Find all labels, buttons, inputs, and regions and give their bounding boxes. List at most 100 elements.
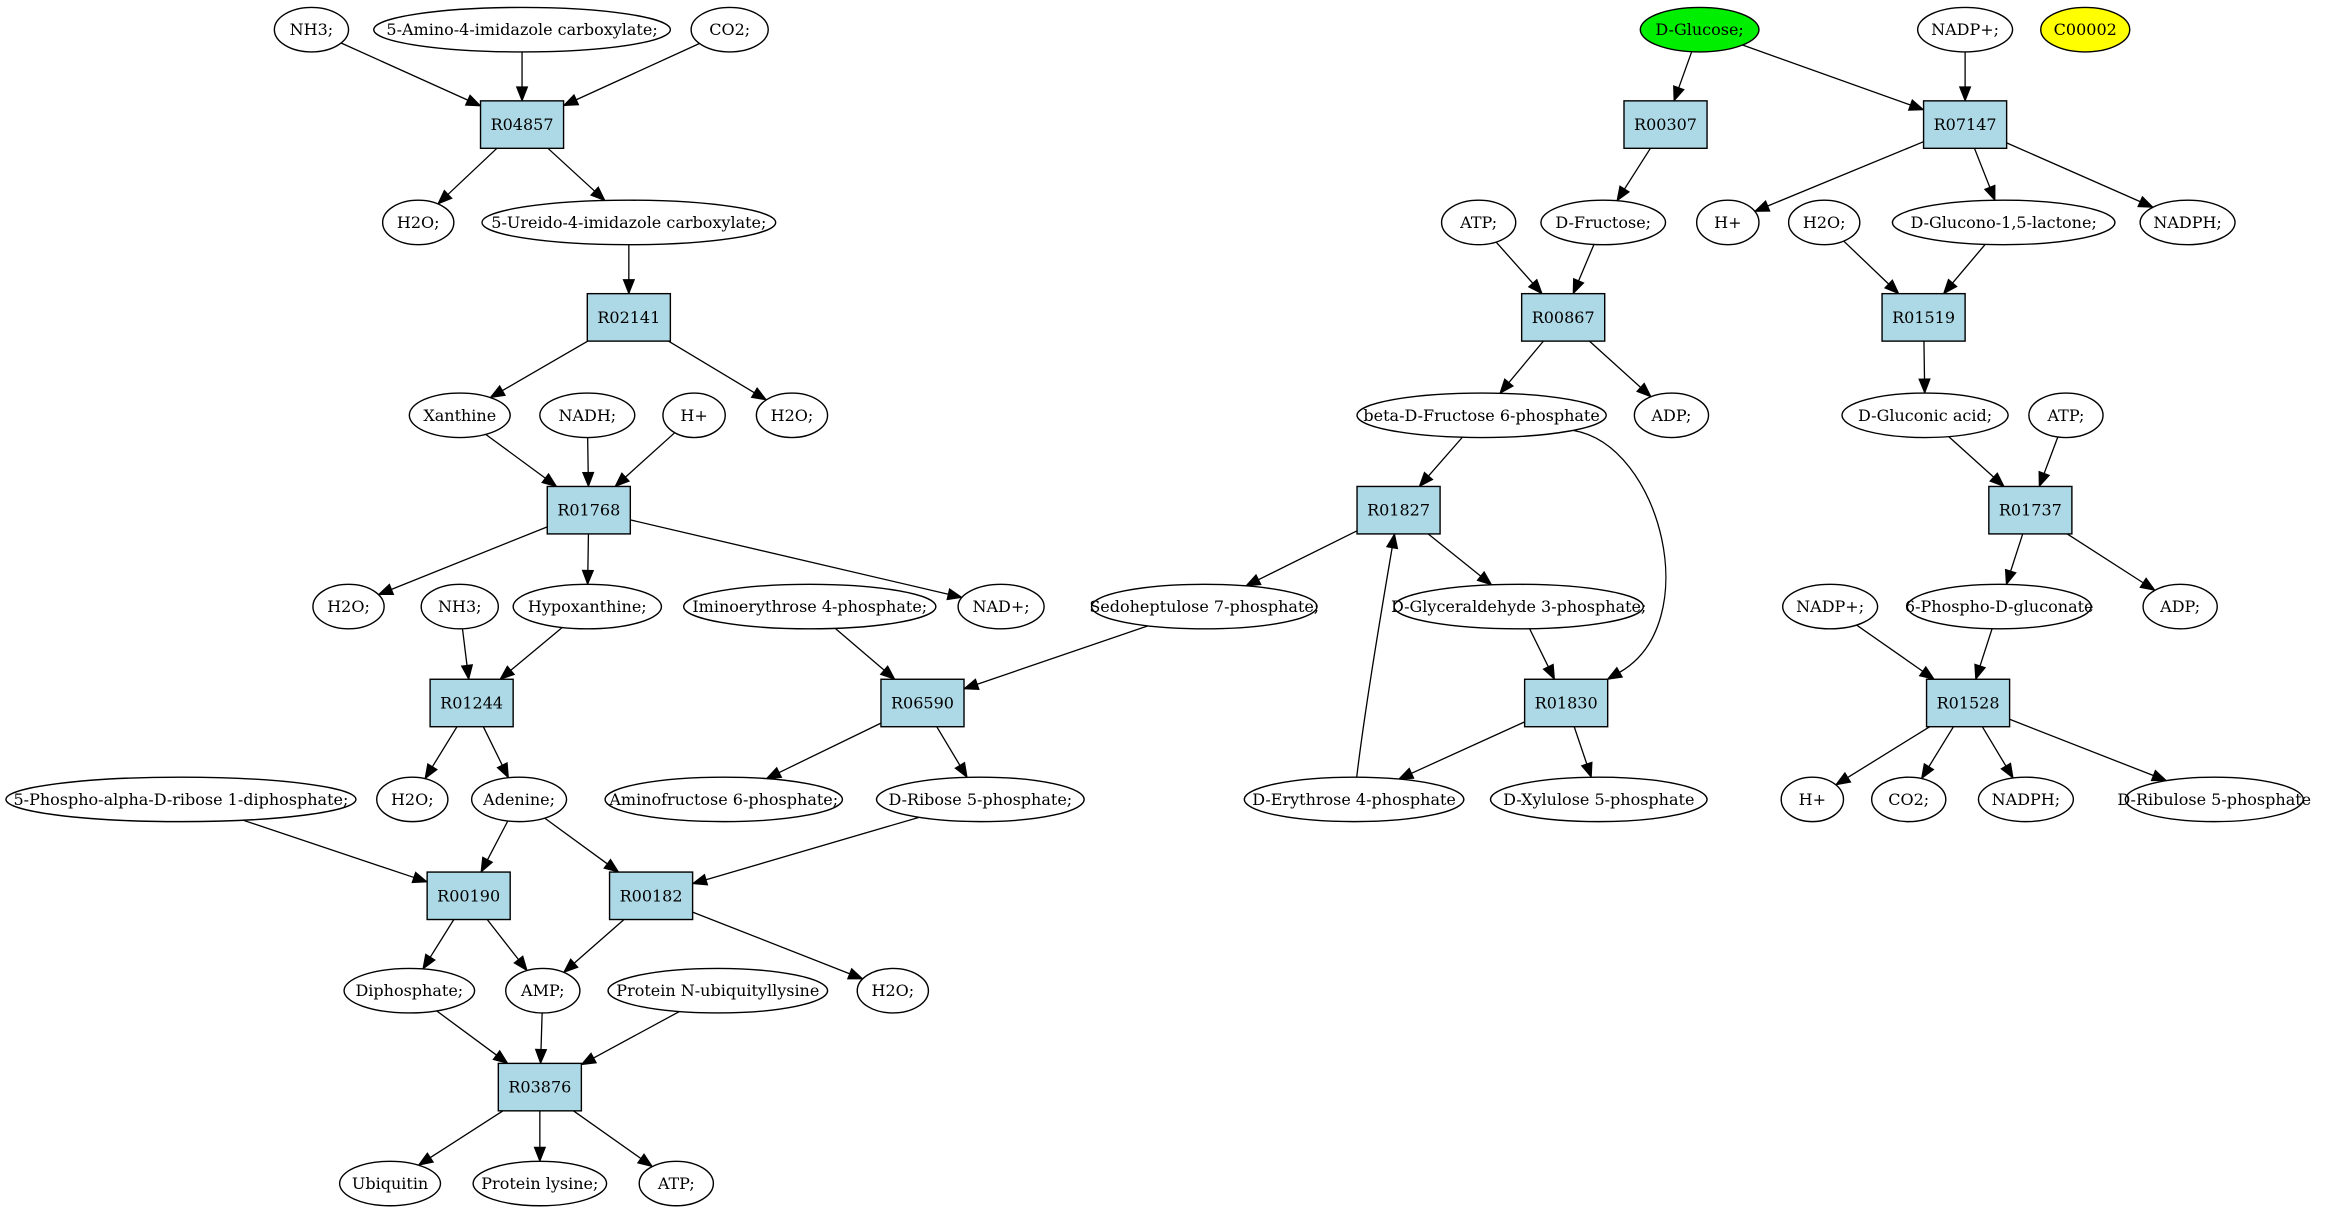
- compound-node-prpp[interactable]: 5-Phospho-alpha-D-ribose 1-diphosphate;: [5, 776, 357, 823]
- compound-ellipse: [1870, 776, 1947, 823]
- arrow-head: [1527, 278, 1543, 295]
- compound-node-nh3_b[interactable]: NH3;: [420, 583, 500, 630]
- compound-node-amp[interactable]: AMP;: [505, 967, 581, 1014]
- compound-node-atp_b[interactable]: ATP;: [1440, 199, 1517, 246]
- compound-node-hplus_a[interactable]: H+: [662, 392, 726, 439]
- compound-node-nadph_b[interactable]: NADPH;: [1977, 776, 2075, 823]
- compound-node-pgluconate[interactable]: 6-Phospho-D-gluconate: [1905, 583, 2094, 630]
- compound-node-nadpplus_b[interactable]: NADP+;: [1781, 583, 1879, 630]
- compound-node-atp_a[interactable]: ATP;: [638, 1160, 715, 1207]
- compound-node-atp_c[interactable]: ATP;: [2028, 392, 2104, 439]
- compound-ellipse: [481, 199, 777, 246]
- arrow-head: [1907, 98, 1925, 111]
- edge-line: [576, 42, 700, 101]
- reaction-node-R00182[interactable]: R00182: [608, 871, 694, 921]
- edge-line: [1928, 726, 1955, 767]
- edge-s7p-to-R06590: [962, 625, 1149, 690]
- reaction-node-R00307[interactable]: R00307: [1623, 100, 1708, 150]
- compound-node-aminofructose[interactable]: Aminofructose 6-phosphate;: [604, 776, 844, 823]
- node-label: NADPH;: [1992, 790, 2061, 809]
- edge-line: [429, 919, 455, 958]
- edge-R01528-to-nadph_b: [1981, 726, 2014, 780]
- arrow-head: [480, 856, 494, 874]
- reaction-node-R01827[interactable]: R01827: [1356, 485, 1441, 535]
- reaction-node-R02141[interactable]: R02141: [586, 292, 672, 342]
- compound-node-hypoxanthine[interactable]: Hypoxanthine;: [512, 583, 663, 630]
- reaction-node-R03876[interactable]: R03876: [497, 1062, 583, 1112]
- reaction-box: [497, 1062, 583, 1112]
- reaction-node-R07147[interactable]: R07147: [1922, 100, 2008, 150]
- compound-node-nadh[interactable]: NADH;: [539, 392, 636, 439]
- reaction-node-R01244[interactable]: R01244: [429, 678, 514, 728]
- compound-node-nadpplus_a[interactable]: NADP+;: [1916, 6, 2014, 53]
- compound-node-g3p[interactable]: D-Glyceraldehyde 3-phosphate;: [1391, 583, 1646, 630]
- node-label: D-Glucono-1,5-lactone;: [1910, 213, 2096, 232]
- compound-ellipse: [1787, 199, 1861, 246]
- compound-node-h2o_a[interactable]: H2O;: [381, 199, 455, 246]
- compound-node-ribose5p[interactable]: D-Ribose 5-phosphate;: [875, 776, 1085, 823]
- compound-node-fructose[interactable]: D-Fructose;: [1540, 199, 1667, 246]
- compound-node-h2o_c[interactable]: H2O;: [312, 583, 385, 630]
- compound-node-glucose[interactable]: D-Glucose;: [1639, 6, 1760, 53]
- arrow-head: [1974, 663, 1987, 681]
- compound-ellipse: [1695, 199, 1760, 246]
- compound-node-h2o_e[interactable]: H2O;: [856, 967, 930, 1014]
- arrow-head: [603, 858, 620, 873]
- compound-node-gluconic[interactable]: D-Gluconic acid;: [1841, 392, 2009, 439]
- reaction-node-R01528[interactable]: R01528: [1925, 678, 2011, 728]
- reaction-node-R01737[interactable]: R01737: [1988, 485, 2073, 535]
- compound-node-ru5p[interactable]: D-Ribulose 5-phosphate: [2117, 776, 2311, 823]
- reaction-node-R04857[interactable]: R04857: [479, 100, 565, 150]
- reaction-node-R00190[interactable]: R00190: [426, 871, 511, 921]
- reaction-node-R06590[interactable]: R06590: [880, 678, 965, 728]
- compound-node-aic[interactable]: 5-Amino-4-imidazole carboxylate;: [373, 6, 672, 53]
- compound-node-h2o_f[interactable]: H2O;: [1787, 199, 1861, 246]
- edge-R01244-to-adenine: [482, 726, 510, 779]
- compound-node-co2_b[interactable]: CO2;: [1870, 776, 1947, 823]
- arrow-head: [2038, 470, 2051, 488]
- node-label: 5-Phospho-alpha-D-ribose 1-diphosphate;: [13, 790, 348, 809]
- compound-node-nadph_a[interactable]: NADPH;: [2139, 199, 2236, 246]
- compound-node-uic[interactable]: 5-Ureido-4-imidazole carboxylate;: [481, 199, 777, 246]
- reaction-box: [546, 485, 632, 535]
- reaction-node-R01519[interactable]: R01519: [1881, 292, 1966, 342]
- arrow-head: [541, 472, 558, 488]
- compound-node-c00002[interactable]: C00002: [2040, 6, 2131, 53]
- compound-node-adenine[interactable]: Adenine;: [470, 776, 568, 823]
- arrow-head: [1989, 472, 2006, 488]
- compound-node-glucono[interactable]: D-Glucono-1,5-lactone;: [1891, 199, 2116, 246]
- compound-node-nh3_a[interactable]: NH3;: [273, 6, 350, 53]
- compound-node-f6p[interactable]: beta-D-Fructose 6-phosphate: [1356, 392, 1607, 439]
- edge-line: [1508, 340, 1544, 383]
- reaction-node-R01830[interactable]: R01830: [1523, 678, 1609, 728]
- node-label: CO2;: [1888, 790, 1929, 809]
- compound-node-adp_b[interactable]: ADP;: [2142, 583, 2218, 630]
- compound-node-nadplus[interactable]: NAD+;: [957, 583, 1045, 630]
- edge-R04857-to-h2o_a: [436, 147, 498, 205]
- compound-node-diphosphate[interactable]: Diphosphate;: [343, 967, 476, 1014]
- compound-node-s7p[interactable]: Sedoheptulose 7-phosphate;: [1089, 583, 1319, 630]
- compound-node-h2o_b[interactable]: H2O;: [755, 392, 829, 439]
- node-label: R00307: [1634, 115, 1697, 134]
- reaction-node-R00867[interactable]: R00867: [1520, 292, 1606, 342]
- node-label: Adenine;: [482, 790, 555, 809]
- node-label: R01244: [440, 693, 503, 712]
- reaction-node-R01768[interactable]: R01768: [546, 485, 632, 535]
- compound-node-hplus_c[interactable]: H+: [1780, 776, 1845, 823]
- compound-node-co2_a[interactable]: CO2;: [690, 6, 769, 53]
- compound-node-hplus_b[interactable]: H+: [1695, 199, 1760, 246]
- reaction-box: [1623, 100, 1708, 150]
- compound-ellipse: [1633, 392, 1710, 439]
- edge-imino4p-to-R06590: [834, 627, 896, 681]
- compound-node-adp_a[interactable]: ADP;: [1633, 392, 1710, 439]
- compound-node-e4p[interactable]: D-Erythrose 4-phosphate: [1243, 776, 1465, 823]
- compound-node-ubiquitin[interactable]: Ubiquitin: [338, 1160, 442, 1207]
- compound-node-protubq[interactable]: Protein N-ubiquityllysine: [607, 967, 829, 1014]
- compound-node-h2o_d[interactable]: H2O;: [376, 776, 449, 823]
- arrow-head: [1883, 279, 1900, 295]
- compound-node-xanthine[interactable]: Xanthine: [408, 392, 511, 439]
- compound-node-protlys[interactable]: Protein lysine;: [472, 1160, 608, 1207]
- compound-node-x5p[interactable]: D-Xylulose 5-phosphate: [1489, 776, 1708, 823]
- compound-node-imino4p[interactable]: Iminoerythrose 4-phosphate;: [683, 583, 937, 630]
